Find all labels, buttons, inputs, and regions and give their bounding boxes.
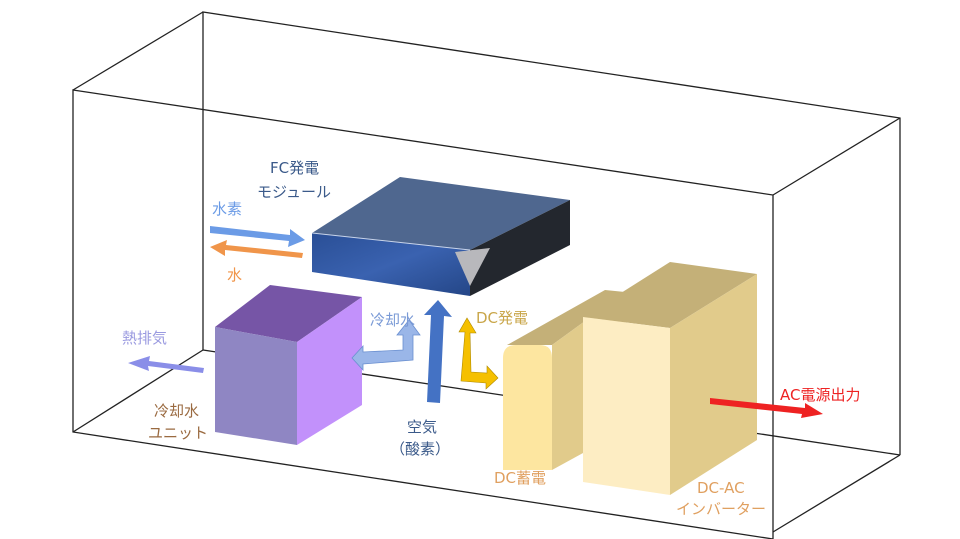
heat-exhaust-arrow	[128, 356, 204, 373]
air-arrow	[424, 300, 452, 403]
hydrogen-arrow	[210, 226, 305, 247]
fc-module-label-2: モジュール	[257, 183, 331, 201]
air-label-2: （酸素）	[390, 440, 450, 458]
inverter-label-2: インバーター	[676, 500, 766, 518]
heat-exhaust-label: 熱排気	[122, 329, 167, 347]
cooling-water-label: 冷却水	[370, 311, 415, 329]
fc-module-block	[311, 177, 570, 296]
ac-output-label: AC電源出力	[780, 386, 860, 404]
water-label: 水	[227, 266, 242, 284]
cooling-unit-label-1: 冷却水	[154, 402, 199, 420]
cooling-water-arrow	[351, 319, 421, 372]
ac-output-arrow	[710, 398, 823, 418]
dc-generation-label: DC発電	[476, 309, 528, 327]
water-arrow	[210, 240, 303, 258]
hydrogen-label: 水素	[212, 200, 242, 218]
cooling-unit-block	[215, 285, 362, 445]
dc-generation-arrow	[458, 317, 499, 390]
fc-module-label-1: FC発電	[270, 159, 319, 177]
inverter-block	[583, 262, 757, 495]
air-label-1: 空気	[407, 418, 437, 436]
inverter-label-1: DC-AC	[697, 479, 745, 497]
cooling-unit-label-2: ユニット	[148, 424, 208, 442]
dc-storage-label: DC蓄電	[494, 469, 546, 487]
